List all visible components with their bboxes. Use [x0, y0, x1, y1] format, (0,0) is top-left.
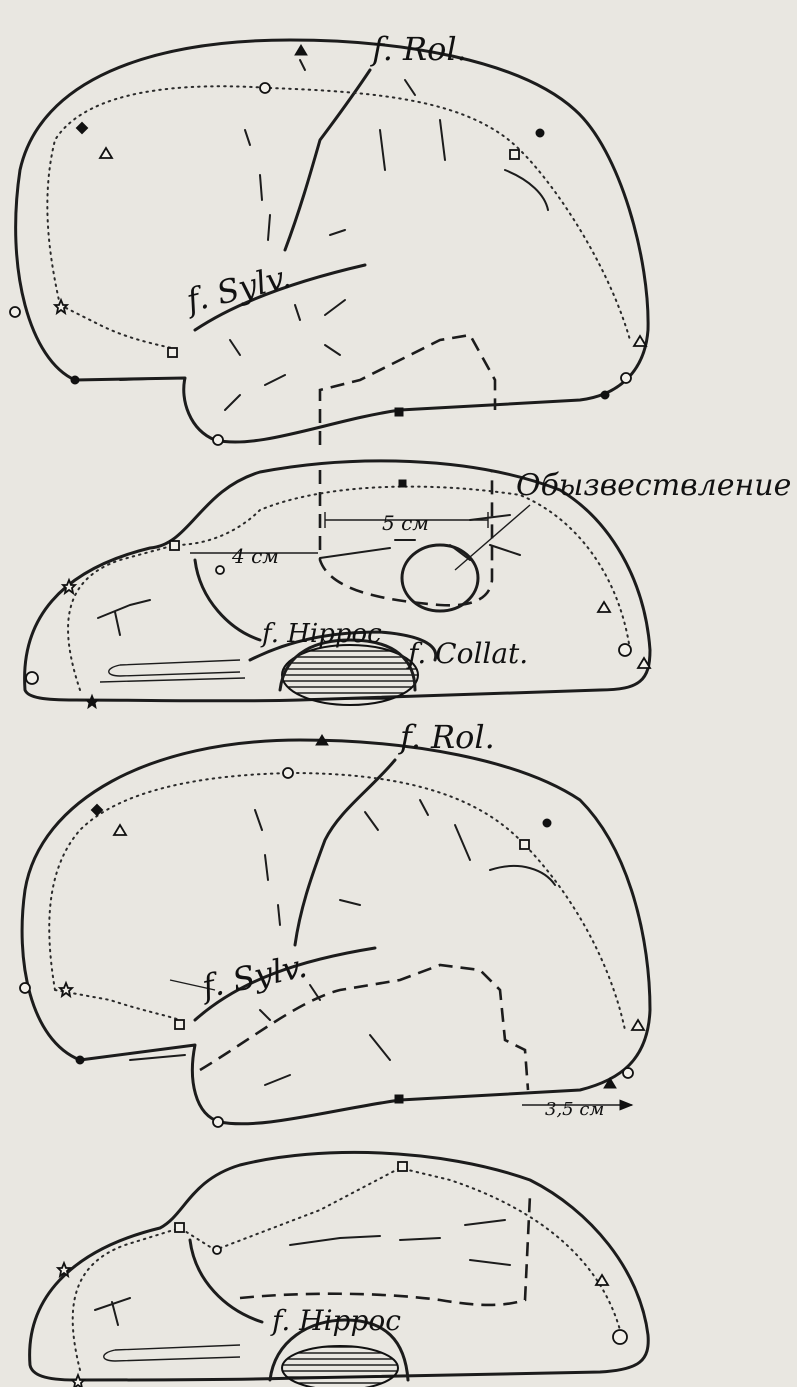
panel-basal-2: f. Hippoc — [30, 1152, 649, 1387]
label-collateral: f. Collat. — [406, 637, 528, 670]
label-sylvian: f. Sylv. — [181, 257, 295, 320]
label-5cm: 5 см — [382, 511, 429, 535]
panel-lateral-2: f. Rol. f. Sylv. 3,5 см — [20, 718, 650, 1127]
label-hippocampal: f. Hippoc — [260, 619, 382, 649]
calcification-projection — [320, 335, 495, 445]
label-4cm: 4 см — [231, 544, 279, 568]
label-rolandic: f. Rol. — [370, 30, 467, 68]
sulci-basal-2 — [95, 1220, 510, 1361]
dotted-projection-basal-2 — [73, 1168, 620, 1370]
projection-outline-basal-2 — [240, 1195, 530, 1305]
calcification-projection-basal — [320, 470, 492, 605]
temporal-boundary — [195, 560, 260, 640]
hemisphere-outline-2 — [22, 740, 650, 1124]
panel-lateral-1: f. Rol. f. Sylv. — [10, 30, 648, 445]
label-sylvian-2: f. Sylv. — [197, 947, 310, 1007]
label-3-5cm: 3,5 см — [545, 1099, 604, 1120]
sulci-2 — [130, 800, 555, 1085]
label-rolandic-2: f. Rol. — [398, 718, 495, 756]
landmark-markers — [10, 45, 646, 445]
landmark-markers-2 — [20, 735, 644, 1127]
brainstem-section-2 — [282, 1346, 398, 1387]
dotted-projection — [47, 86, 630, 350]
panel-basal-1: Обызвествление 5 см 4 см f. Hippoc f. Co… — [25, 461, 792, 708]
temporal-boundary-2 — [190, 1240, 262, 1322]
rolandic-fissure — [285, 70, 370, 250]
label-hippocampal-2: f. Hippoc — [270, 1304, 401, 1337]
label-calcification: Обызвествление — [516, 468, 791, 503]
rolandic-fissure-2 — [295, 760, 395, 945]
calcification-focus — [402, 545, 478, 611]
